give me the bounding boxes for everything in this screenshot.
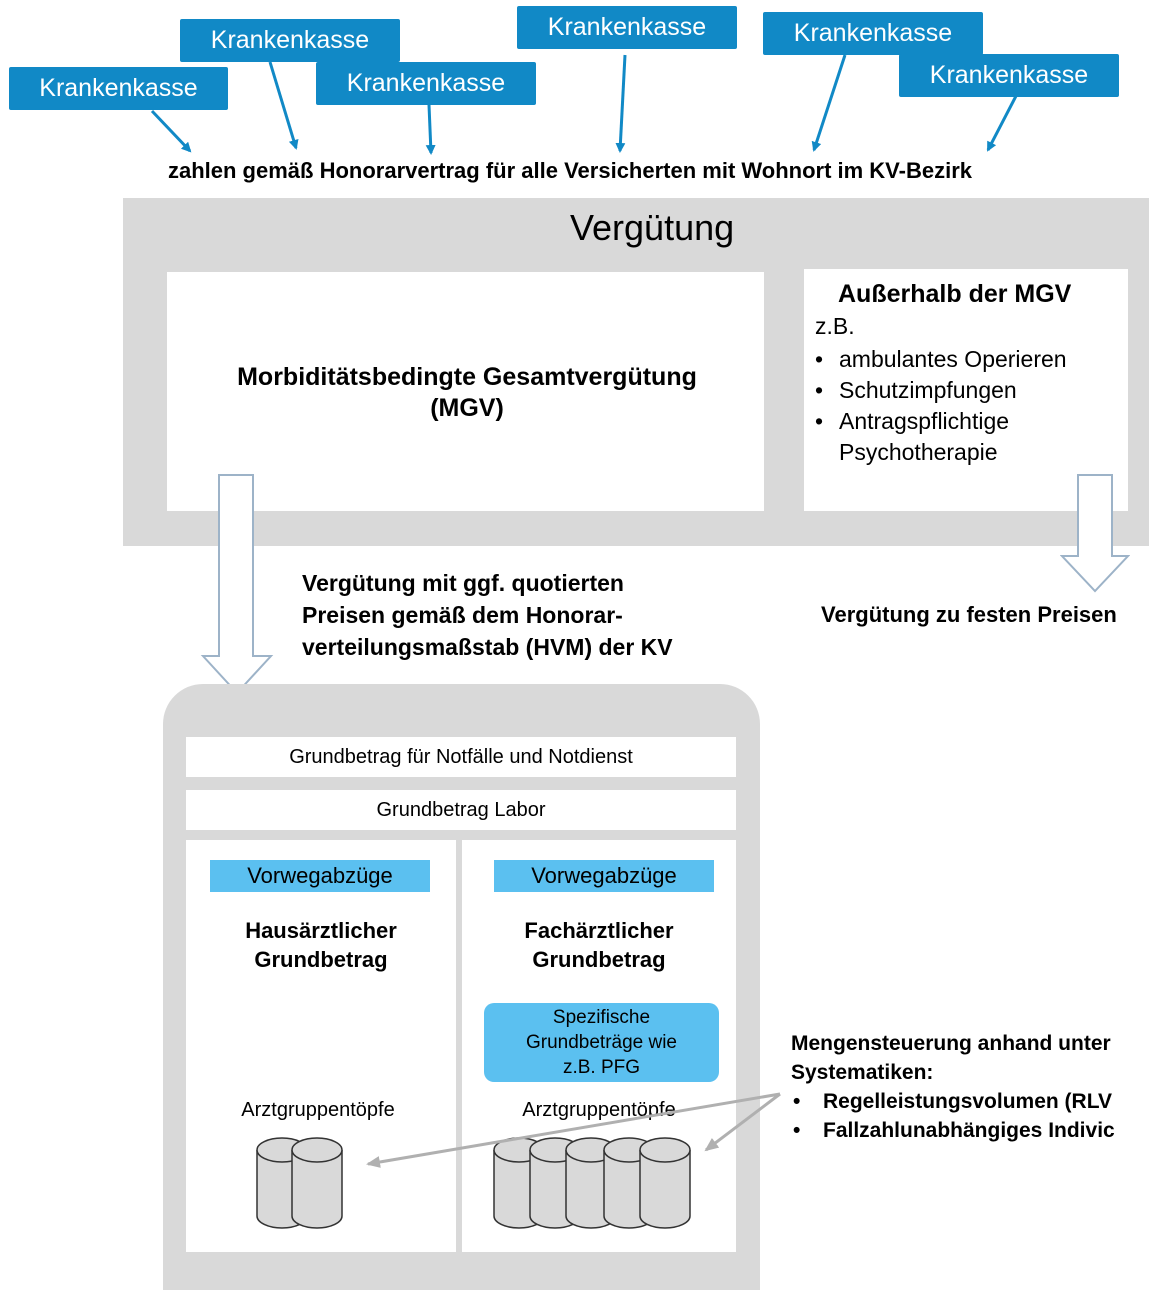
steering-line2: Systematiken: [791,1061,934,1084]
labor-bar: Grundbetrag Labor [186,790,736,830]
insurer-arrow-5 [811,54,847,152]
hvm-text-line3: verteilungsmaßstab (HVM) der KV [302,634,673,660]
verguetung-title: Vergütung [570,207,735,248]
insurer-box-3: Krankenkasse [316,62,536,105]
haus-title-line1: Hausärztlicher [245,918,397,943]
specific-line3: z.B. PFG [562,1057,641,1078]
insurer-label: Krankenkasse [39,74,198,102]
insurer-box-2: Krankenkasse [180,19,400,62]
specific-line2: Grundbeträge wie [525,1032,678,1053]
list-item: Schutzimpfungen [807,375,1125,406]
haus-vorweg-box: Vorwegabzüge [210,860,430,892]
mgv-box [167,272,764,511]
insurer-box-6: Krankenkasse [899,54,1119,97]
labor-label: Grundbetrag Labor [376,798,546,821]
hvm-text-line1: Vergütung mit ggf. quotierten [302,570,624,596]
insurer-arrow-3 [425,104,436,155]
list-item: ambulantes Operieren [807,344,1125,375]
mgv-label: Morbiditätsbedingte Gesamtvergütung (MGV… [167,362,767,424]
insurer-arrow-2 [268,61,299,150]
list-item: Fallzahlunabhängiges Indivic [791,1116,1149,1145]
list-item: Regelleistungsvolumen (RLV [791,1087,1149,1116]
mgv-label-line2: (MGV) [430,394,504,422]
hvm-text-line2: Preisen gemäß dem Honorar- [302,602,623,628]
outside-mgv-intro: z.B. [815,313,855,339]
outside-mgv-title: Außerhalb der MGV [838,280,1072,308]
insurer-arrow-1 [150,109,192,153]
fach-title-line1: Fachärztlicher [524,918,674,943]
fach-pots-label: Arztgruppentöpfe [522,1099,676,1121]
insurer-arrow-6 [986,95,1018,152]
hvm-text: Vergütung mit ggf. quotierten Preisen ge… [302,567,673,663]
notfall-bar: Grundbetrag für Notfälle und Notdienst [186,737,736,777]
specific-grundbetrag-box: Spezifische Grundbeträge wie z.B. PFG [484,1003,719,1082]
insurer-label: Krankenkasse [929,61,1089,89]
fach-vorweg-box: Vorwegabzüge [494,860,714,892]
steering-line1: Mengensteuerung anhand unter [791,1032,1111,1055]
haus-vorweg-label: Vorwegabzüge [247,863,393,888]
pointer-arrow-haus [366,1092,781,1168]
list-item: Antragspflichtige Psychotherapie [807,406,1125,468]
haus-pots-label: Arztgruppentöpfe [241,1099,395,1121]
insurer-arrow-4 [615,54,627,153]
haus-pots-icon [256,1137,343,1229]
fach-vorweg-label: Vorwegabzüge [531,863,677,888]
fixed-price-down-arrow [1060,474,1130,593]
insurer-label: Krankenkasse [547,13,707,41]
pointer-arrow-fach [704,1092,781,1152]
insurer-box-4: Krankenkasse [517,6,737,49]
insurer-box-1: Krankenkasse [9,67,228,110]
fach-title: Fachärztlicher Grundbetrag [462,916,736,974]
steering-list: Regelleistungsvolumen (RLV Fallzahlunabh… [791,1087,1149,1145]
insurer-box-5: Krankenkasse [763,12,983,55]
cylinder-icon [639,1137,691,1229]
insurer-arrows [150,54,1018,155]
mgv-label-line1: Morbiditätsbedingte Gesamtvergütung [237,363,697,391]
mgv-down-arrow [200,474,274,695]
insurer-label: Krankenkasse [793,19,953,47]
cylinder-icon [291,1137,343,1229]
fach-title-line2: Grundbetrag [532,947,666,972]
insurer-label: Krankenkasse [210,26,370,54]
haus-title-line2: Grundbetrag [254,947,388,972]
haus-title: Hausärztlicher Grundbetrag [186,916,456,974]
outside-mgv-list: ambulantes Operieren Schutzimpfungen Ant… [807,344,1125,468]
payment-line: zahlen gemäß Honorarvertrag für alle Ver… [167,158,973,183]
fach-pots-icon [493,1137,691,1229]
insurer-label: Krankenkasse [346,69,506,97]
steering-text: Mengensteuerung anhand unter Systematike… [791,1029,1149,1145]
specific-line1: Spezifische [552,1007,651,1028]
fixed-prices-text: Vergütung zu festen Preisen [821,602,1117,627]
notfall-label: Grundbetrag für Notfälle und Notdienst [289,745,633,768]
